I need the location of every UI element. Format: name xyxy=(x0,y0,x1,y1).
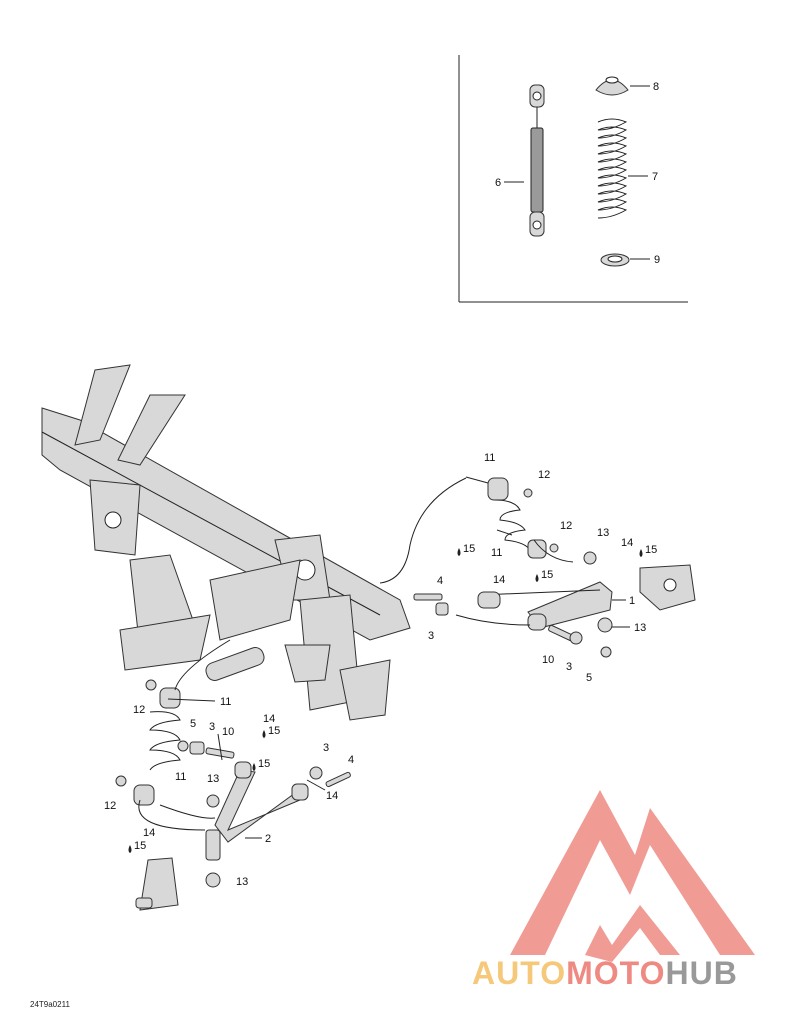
callout-14: 14 xyxy=(263,713,275,725)
watermark-moto: MOTO xyxy=(566,955,666,991)
oil-drop-icon xyxy=(535,574,539,582)
inset-seat-ring xyxy=(600,253,630,267)
watermark-text: AUTOMOTOHUB xyxy=(472,955,738,992)
right-callouts: 11 12 12 11 13 15 15 14 15 14 4 1 3 13 1… xyxy=(428,452,657,684)
left-lower-a-arm xyxy=(205,761,309,861)
oil-drop-icon xyxy=(252,763,256,771)
callout-10: 10 xyxy=(542,654,554,666)
callout-5: 5 xyxy=(586,672,592,684)
callout-7: 7 xyxy=(652,171,658,183)
callout-15: 15 xyxy=(258,758,270,770)
oil-drop-icon xyxy=(457,548,461,556)
callout-5: 5 xyxy=(190,718,196,730)
callout-3: 3 xyxy=(566,661,572,673)
callout-4: 4 xyxy=(348,754,354,766)
inset-shock-absorber xyxy=(529,84,545,237)
callout-3: 3 xyxy=(209,721,215,733)
left-callouts: 12 11 5 3 10 14 15 11 12 13 15 14 3 4 14… xyxy=(104,696,354,888)
callout-14: 14 xyxy=(326,790,338,802)
oil-drop-icon xyxy=(262,730,266,738)
callout-15: 15 xyxy=(463,543,475,555)
callout-15: 15 xyxy=(541,569,553,581)
callout-6: 6 xyxy=(495,177,501,189)
callout-12: 12 xyxy=(104,800,116,812)
callout-14: 14 xyxy=(493,574,505,586)
callout-11: 11 xyxy=(491,547,502,559)
right-shock-absorber xyxy=(487,477,547,559)
watermark-hub: HUB xyxy=(665,955,738,991)
callout-11: 11 xyxy=(484,452,495,464)
callout-11: 11 xyxy=(175,771,186,783)
callout-13: 13 xyxy=(597,527,609,539)
callout-3: 3 xyxy=(428,630,434,642)
callout-13: 13 xyxy=(634,622,646,634)
callout-15: 15 xyxy=(268,725,280,737)
callout-14: 14 xyxy=(621,537,633,549)
callout-14: 14 xyxy=(143,827,155,839)
watermark-auto: AUTO xyxy=(472,955,567,991)
callout-9: 9 xyxy=(654,254,660,266)
inset-frame xyxy=(458,55,688,303)
vehicle-frame xyxy=(41,364,411,721)
callout-1: 1 xyxy=(629,595,635,607)
inset-coil-spring xyxy=(597,118,628,219)
callout-11: 11 xyxy=(220,696,231,708)
callout-leaders xyxy=(167,599,630,839)
right-hardware xyxy=(413,476,613,658)
callout-3: 3 xyxy=(323,742,329,754)
callout-15: 15 xyxy=(645,544,657,556)
right-steering-knuckle xyxy=(639,564,696,611)
callout-4: 4 xyxy=(437,575,443,587)
left-shock-absorber xyxy=(133,687,181,806)
oil-drop-icon xyxy=(639,549,643,557)
callout-10: 10 xyxy=(222,726,234,738)
lubricant-drop-icons xyxy=(128,548,643,853)
callout-12: 12 xyxy=(133,704,145,716)
callout-12: 12 xyxy=(538,469,550,481)
figure-reference: 24T9a0211 xyxy=(30,1000,70,1009)
callout-15: 15 xyxy=(134,840,146,852)
callout-2: 2 xyxy=(265,833,271,845)
callout-12: 12 xyxy=(560,520,572,532)
inset-leaders xyxy=(504,85,650,260)
left-hardware xyxy=(115,679,351,888)
inset-spring-seat xyxy=(595,76,629,96)
left-steering-knuckle xyxy=(135,857,179,911)
oil-drop-icon xyxy=(128,845,132,853)
connector-leaders xyxy=(138,477,574,831)
callout-8: 8 xyxy=(653,81,659,93)
right-lower-a-arm xyxy=(477,581,613,631)
callout-13: 13 xyxy=(236,876,248,888)
watermark-logo xyxy=(510,790,755,962)
callout-13: 13 xyxy=(207,773,219,785)
inset-callouts: 8 7 6 9 xyxy=(495,81,660,266)
